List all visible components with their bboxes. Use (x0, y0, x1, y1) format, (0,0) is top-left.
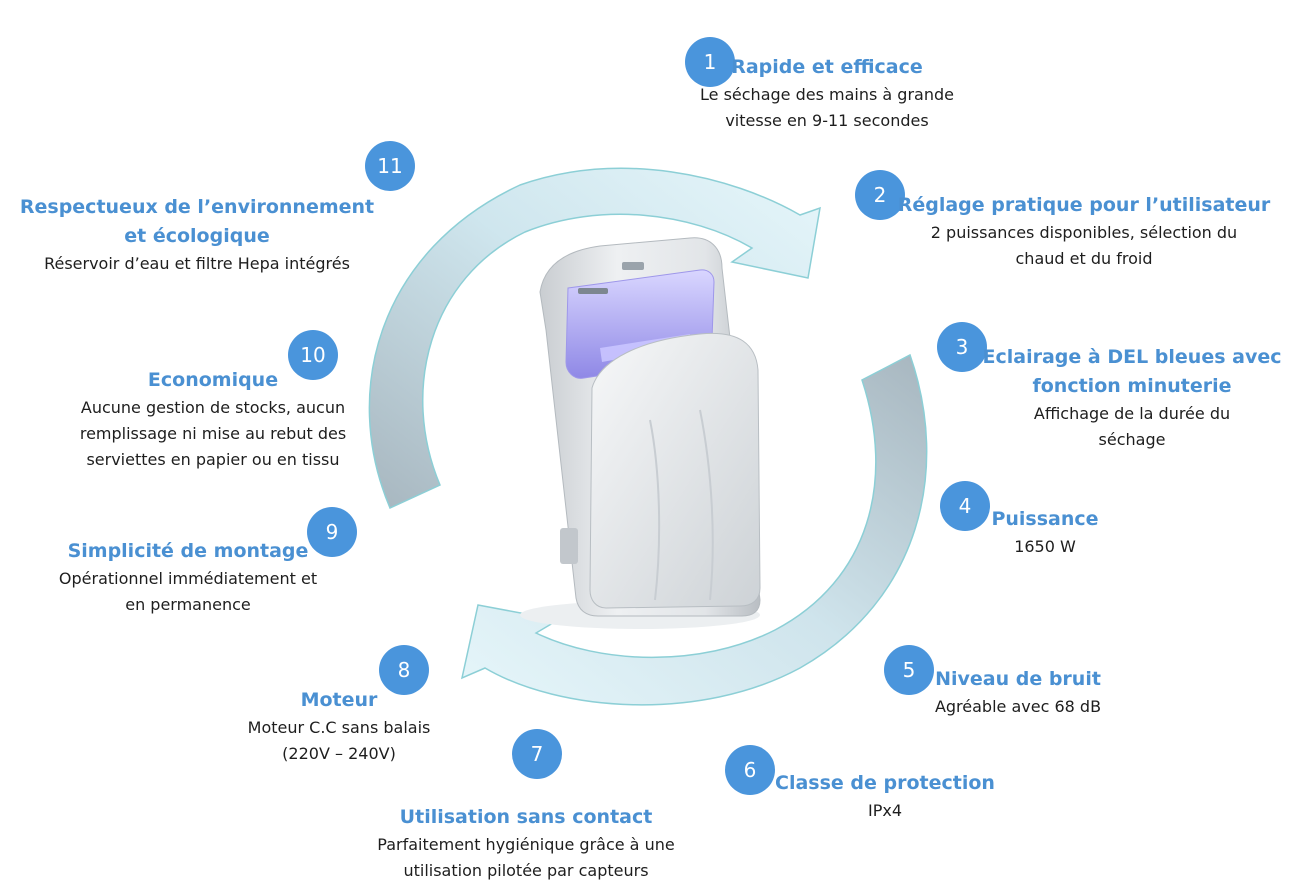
feature-7-title: Utilisation sans contact (399, 806, 653, 828)
feature-5-title: Niveau de bruit (935, 668, 1101, 690)
number-badge-4: 4 (940, 481, 990, 531)
number-badge-7: 7 (512, 729, 562, 779)
feature-1-title: Rapide et efficace (731, 56, 923, 78)
feature-11-title: Respectueux de l’environnement (19, 196, 375, 218)
feature-10-title: Economique (147, 369, 279, 391)
feature-11: Respectueux de l’environnement et écologi… (20, 193, 374, 277)
feature-4-description: 1650 W (1014, 537, 1076, 556)
feature-1-description: vitesse en 9-11 secondes (725, 111, 929, 130)
feature-6-title: Classe de protection (775, 772, 995, 794)
feature-8-description: (220V – 240V) (282, 744, 396, 763)
feature-3-title: Eclairage à DEL bleues avec (982, 346, 1282, 368)
feature-10-description: serviettes en papier ou en tissu (86, 450, 340, 469)
feature-8-description: Moteur C.C sans balais (247, 718, 431, 737)
number-badge-5: 5 (884, 645, 934, 695)
feature-1-description: Le séchage des mains à grande (700, 85, 954, 104)
feature-11-description: Réservoir d’eau et filtre Hepa intégrés (44, 254, 350, 273)
number-badge-6: 6 (725, 745, 775, 795)
feature-3: Eclairage à DEL bleues avec fonction minu… (983, 343, 1282, 453)
feature-3-title: fonction minuterie (1032, 375, 1232, 397)
number-badge-3: 3 (937, 322, 987, 372)
feature-9-title: Simplicité de montage (67, 540, 309, 562)
feature-4: Puissance 1650 W (991, 505, 1098, 560)
arrow-top (368, 167, 821, 510)
number-badge-10: 10 (288, 330, 338, 380)
feature-9-description: en permanence (125, 595, 251, 614)
feature-2-title: Réglage pratique pour l’utilisateur (897, 194, 1271, 216)
number-badge-2: 2 (855, 170, 905, 220)
feature-8-title: Moteur (300, 689, 378, 711)
feature-2: Réglage pratique pour l’utilisateur 2 pui… (898, 191, 1271, 272)
number-badge-9: 9 (307, 507, 357, 557)
feature-3-description: séchage (1098, 430, 1166, 449)
feature-6-description: IPx4 (867, 801, 902, 820)
feature-2-description: chaud et du froid (1015, 249, 1153, 268)
feature-9-description: Opérationnel immédiatement et (58, 569, 318, 588)
number-badge-8: 8 (379, 645, 429, 695)
feature-1: Rapide et efficace Le séchage des mains à… (700, 53, 954, 134)
feature-5-description: Agréable avec 68 dB (934, 697, 1102, 716)
feature-10-description: Aucune gestion de stocks, aucun (80, 398, 346, 417)
number-badge-1: 1 (685, 37, 735, 87)
feature-10-description: remplissage ni mise au rebut des (79, 424, 347, 443)
feature-4-title: Puissance (991, 508, 1099, 530)
feature-3-description: Affichage de la durée du (1033, 404, 1231, 423)
number-badge-11: 11 (365, 141, 415, 191)
feature-2-description: 2 puissances disponibles, sélection du (930, 223, 1238, 242)
feature-7-description: utilisation pilotée par capteurs (403, 861, 649, 880)
feature-11-title: et écologique (124, 225, 270, 247)
arrow-bottom (460, 353, 928, 706)
feature-7-description: Parfaitement hygiénique grâce à une (377, 835, 675, 854)
hand-dryer-illustration (520, 237, 761, 629)
